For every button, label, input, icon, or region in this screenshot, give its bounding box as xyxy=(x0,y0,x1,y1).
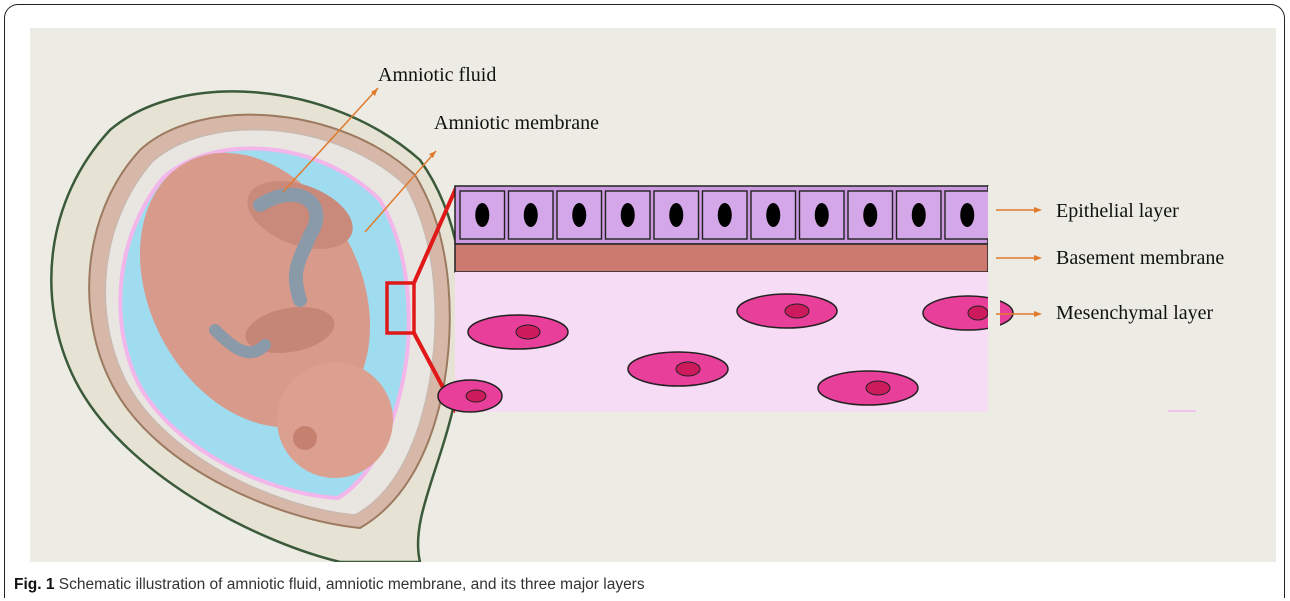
basement-membrane-layer xyxy=(455,244,988,272)
epithelial-nucleus xyxy=(863,203,877,227)
figure-caption: Fig. 1 Schematic illustration of amnioti… xyxy=(14,576,645,594)
membrane-layers-magnified xyxy=(438,186,1013,416)
label-amniotic-membrane: Amniotic membrane xyxy=(434,112,599,135)
epithelial-nucleus xyxy=(718,203,732,227)
epithelial-nucleus xyxy=(960,203,974,227)
epithelial-nucleus xyxy=(815,203,829,227)
label-amniotic-fluid: Amniotic fluid xyxy=(378,64,496,87)
epithelial-nucleus xyxy=(912,203,926,227)
epithelial-nucleus xyxy=(475,203,489,227)
epithelial-nucleus xyxy=(621,203,635,227)
label-basement-membrane: Basement membrane xyxy=(1056,247,1224,270)
caption-text: Schematic illustration of amniotic fluid… xyxy=(59,576,645,593)
label-mesenchymal-layer: Mesenchymal layer xyxy=(1056,302,1213,325)
caption-prefix: Fig. 1 xyxy=(14,576,54,593)
epithelial-nucleus xyxy=(572,203,586,227)
epithelial-nucleus xyxy=(766,203,780,227)
epithelial-nucleus xyxy=(669,203,683,227)
label-epithelial-layer: Epithelial layer xyxy=(1056,200,1179,223)
epithelial-nucleus xyxy=(524,203,538,227)
